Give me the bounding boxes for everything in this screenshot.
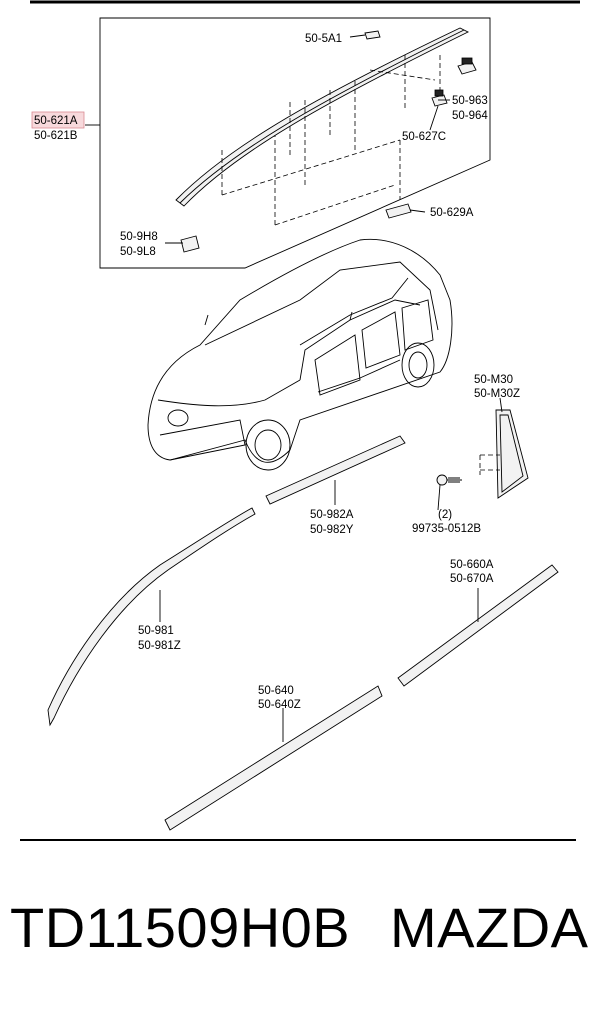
- roof-rail-molding: [175, 27, 470, 207]
- vehicle-illustration: [147, 238, 453, 471]
- footer: TD11509H0B MAZDA: [0, 895, 600, 985]
- callout-50-963[interactable]: 50-963: [452, 95, 488, 107]
- quarter-glass-50-M30: [479, 397, 529, 499]
- roof-rail-dashed-guides: [221, 55, 441, 226]
- callout-50-670A[interactable]: 50-670A: [450, 573, 494, 585]
- leader-lines-roof: [85, 34, 450, 244]
- callout-qty-2[interactable]: (2): [438, 509, 452, 521]
- part-number-title: TD11509H0B: [10, 896, 351, 959]
- clip-50-5A1: [364, 30, 381, 40]
- callout-50-982Y[interactable]: 50-982Y: [310, 524, 354, 536]
- callout-50-621B[interactable]: 50-621B: [34, 130, 78, 142]
- callout-50-5A1[interactable]: 50-5A1: [305, 33, 342, 45]
- belt-molding-50-982A: [265, 435, 406, 505]
- callout-99735-0512B[interactable]: 99735-0512B: [412, 523, 481, 535]
- door-molding-50-660A: [397, 564, 559, 687]
- callout-50-629A[interactable]: 50-629A: [430, 207, 474, 219]
- callout-highlight: [31, 111, 85, 129]
- callout-50-M30[interactable]: 50-M30: [474, 374, 513, 386]
- roof-rail-detail-frame: [99, 17, 491, 269]
- clip-50-9H8: [180, 235, 200, 253]
- callout-50-9H8[interactable]: 50-9H8: [120, 231, 158, 243]
- callout-50-660A[interactable]: 50-660A: [450, 559, 494, 571]
- callout-50-964[interactable]: 50-964: [452, 110, 488, 122]
- callout-50-627C[interactable]: 50-627C: [402, 131, 446, 143]
- clip-50-963: [457, 57, 477, 75]
- clip-50-627C: [431, 89, 448, 107]
- drip-molding-50-981: [47, 507, 256, 727]
- brand-name: MAZDA: [390, 896, 589, 959]
- callout-50-981Z[interactable]: 50-981Z: [138, 640, 181, 652]
- callout-50-640[interactable]: 50-640: [258, 685, 294, 697]
- callout-50-982A[interactable]: 50-982A: [310, 509, 354, 521]
- callout-50-621A[interactable]: 50-621A: [34, 115, 78, 127]
- door-molding-50-640: [164, 685, 383, 831]
- clip-50-629A: [385, 203, 412, 219]
- callout-50-640Z[interactable]: 50-640Z: [258, 699, 301, 711]
- callout-50-9L8[interactable]: 50-9L8: [120, 246, 156, 258]
- callout-50-981[interactable]: 50-981: [138, 625, 174, 637]
- callout-50-M30Z[interactable]: 50-M30Z: [474, 388, 520, 400]
- screw-99735-0512B: [436, 474, 462, 511]
